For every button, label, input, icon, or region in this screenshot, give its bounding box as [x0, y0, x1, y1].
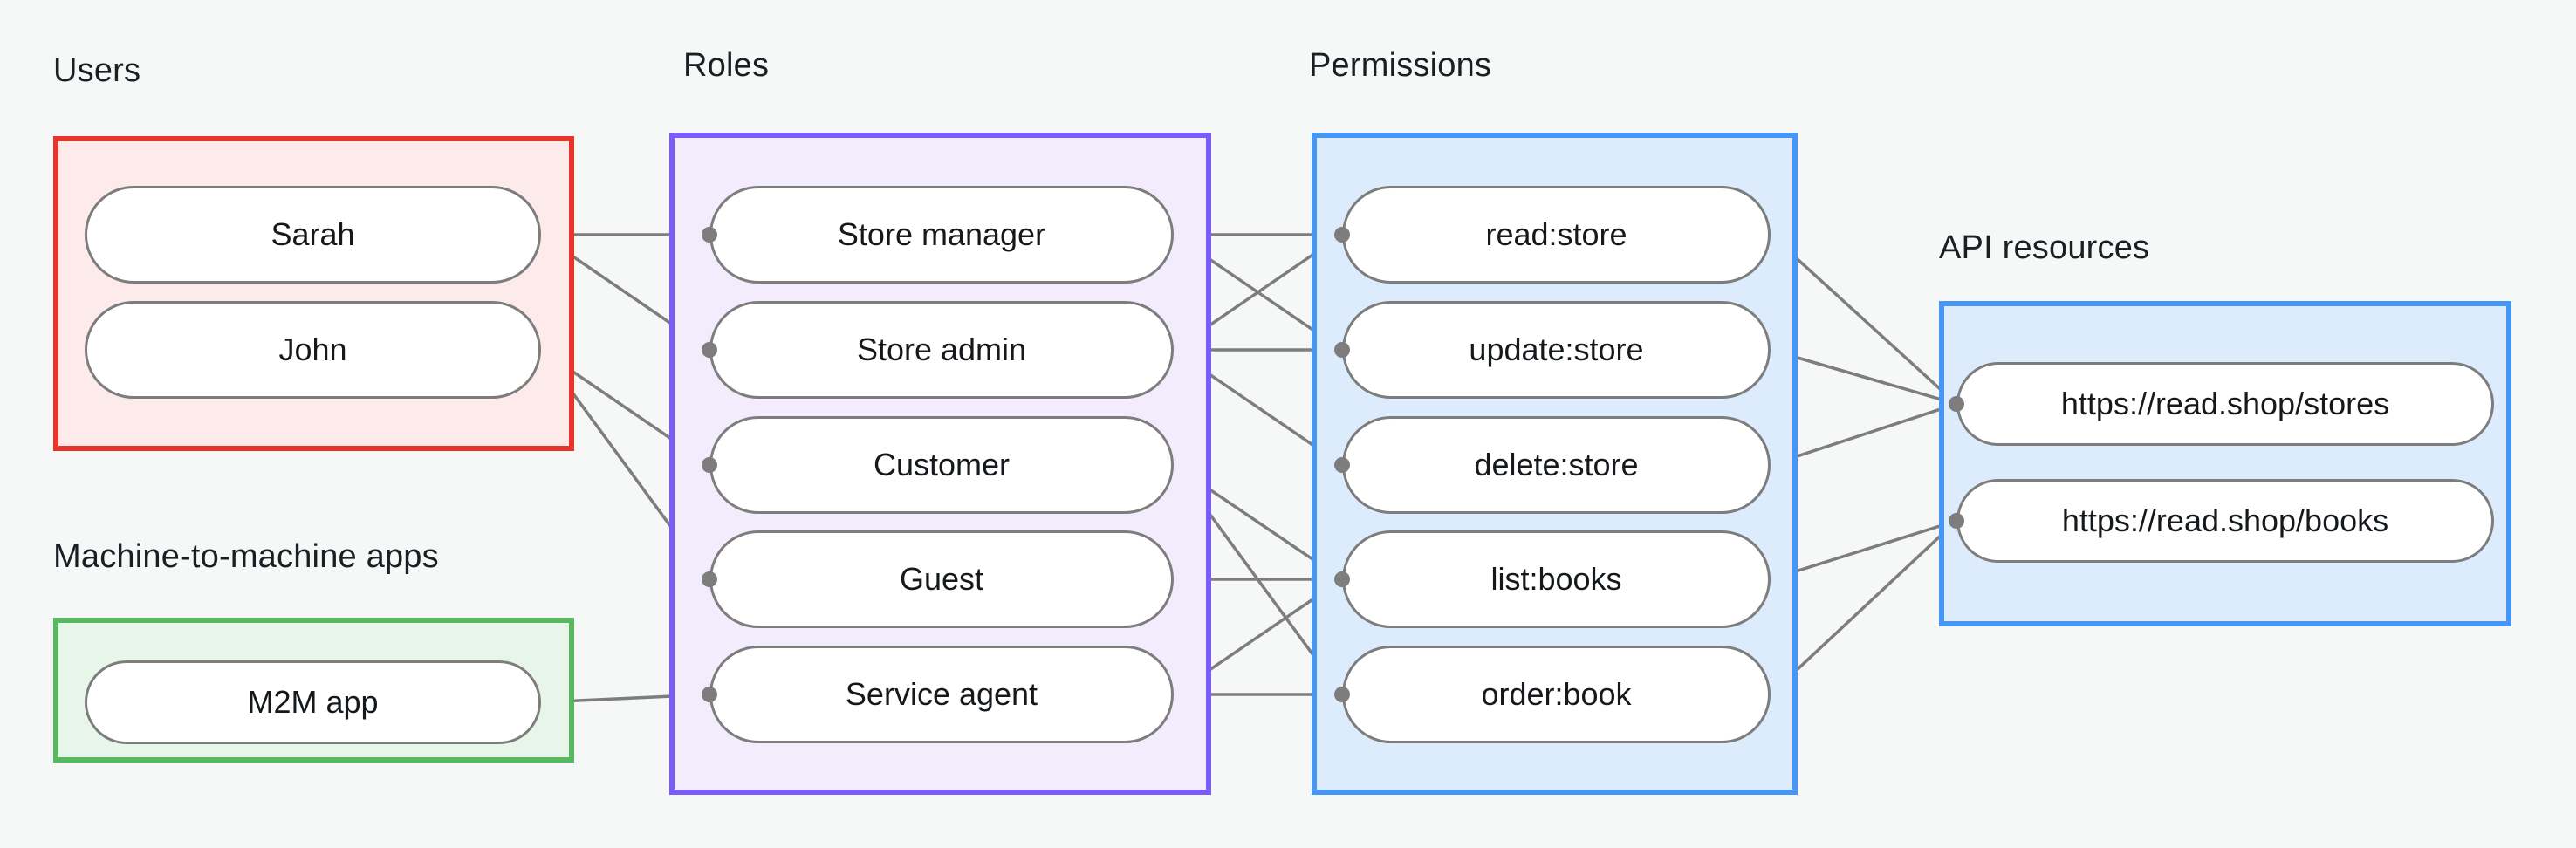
node-guest[interactable]: Guest	[709, 530, 1174, 628]
edge-updatestore-to-stores	[1770, 348, 1957, 406]
edge-orderbook-to-books	[1769, 519, 1958, 696]
node-readstore[interactable]: read:store	[1342, 186, 1771, 284]
node-orderbook[interactable]: order:book	[1342, 646, 1771, 743]
anchor-dot-guest	[702, 571, 717, 587]
node-sarah[interactable]: Sarah	[85, 186, 541, 284]
anchor-dot-stores	[1949, 396, 1964, 412]
anchor-dot-customer	[702, 457, 717, 473]
node-customer[interactable]: Customer	[709, 416, 1174, 514]
node-storemanager[interactable]: Store manager	[709, 186, 1174, 284]
anchor-dot-readstore	[1334, 227, 1350, 243]
anchor-dot-deletestore	[1334, 457, 1350, 473]
node-deletestore[interactable]: delete:store	[1342, 416, 1771, 514]
group-label-roles: Roles	[683, 47, 770, 84]
group-label-users: Users	[53, 52, 141, 89]
group-box-users	[53, 136, 574, 451]
edge-deletestore-to-stores	[1770, 402, 1957, 467]
node-storeadmin[interactable]: Store admin	[709, 301, 1174, 399]
node-m2mapp[interactable]: M2M app	[85, 660, 541, 744]
edge-listbooks-to-books	[1770, 519, 1957, 581]
anchor-dot-storemanager	[702, 227, 717, 243]
anchor-dot-books	[1949, 513, 1964, 529]
anchor-dot-serviceagent	[702, 687, 717, 702]
anchor-dot-listbooks	[1334, 571, 1350, 587]
edge-readstore-to-stores	[1769, 233, 1958, 406]
node-john[interactable]: John	[85, 301, 541, 399]
group-box-api	[1939, 301, 2511, 626]
group-label-m2m: Machine-to-machine apps	[53, 538, 439, 575]
group-label-api: API resources	[1939, 229, 2150, 266]
group-label-permissions: Permissions	[1309, 47, 1492, 84]
node-listbooks[interactable]: list:books	[1342, 530, 1771, 628]
anchor-dot-updatestore	[1334, 342, 1350, 358]
node-serviceagent[interactable]: Service agent	[709, 646, 1174, 743]
anchor-dot-orderbook	[1334, 687, 1350, 702]
node-stores[interactable]: https://read.shop/stores	[1956, 362, 2494, 446]
anchor-dot-storeadmin	[702, 342, 717, 358]
node-updatestore[interactable]: update:store	[1342, 301, 1771, 399]
node-books[interactable]: https://read.shop/books	[1956, 479, 2494, 563]
